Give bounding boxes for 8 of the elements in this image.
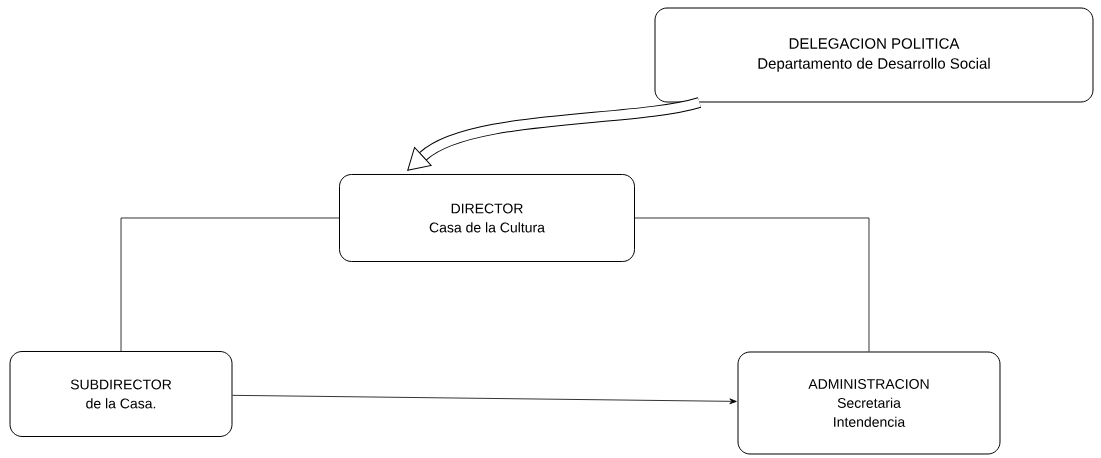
org-box: SUBDIRECTOR de la Casa. <box>9 351 233 437</box>
org-box: DIRECTOR Casa de la Cultura <box>339 174 635 262</box>
arrow <box>232 394 737 405</box>
org-box: ADMINISTRACION Secretaria Intendencia <box>737 351 1001 455</box>
org-box: DELEGACION POLITICA Departamento de Desarrollo Social <box>654 7 1094 103</box>
connector-line <box>634 217 870 352</box>
block-arrow <box>407 97 701 171</box>
connector-line <box>120 217 340 352</box>
